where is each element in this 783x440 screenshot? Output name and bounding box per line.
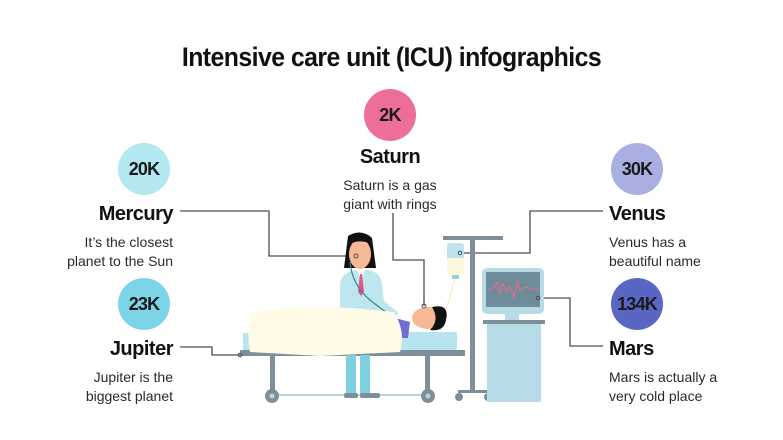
saturn-connector	[392, 213, 425, 306]
mars-value: 134K	[617, 293, 658, 314]
jupiter-desc: Jupiter is the biggest planet	[85, 369, 173, 404]
venus-label: Venus	[609, 203, 666, 225]
doctor-icon	[340, 232, 398, 398]
jupiter-connector	[180, 346, 240, 356]
saturn-stat-badge: 2K	[364, 89, 416, 141]
page-title: Intensive care unit (ICU) infographics	[181, 42, 602, 72]
jupiter-value: 23K	[128, 293, 160, 314]
jupiter-stat-badge: 23K	[118, 278, 170, 330]
mars-stat-badge: 134K	[611, 278, 663, 330]
jupiter-label: Jupiter	[109, 338, 174, 360]
venus-value: 30K	[621, 158, 653, 179]
connector-lines	[180, 210, 603, 356]
mars-connector	[538, 297, 603, 347]
venus-connector	[460, 210, 603, 254]
mercury-stat-badge: 20K	[118, 143, 170, 195]
iv-stand-icon	[439, 236, 503, 401]
mars-label: Mars	[609, 338, 654, 360]
venus-desc: Venus has a beautiful name	[609, 234, 701, 269]
mercury-connector	[180, 210, 356, 257]
mars-desc: Mars is actually a very cold place	[609, 369, 718, 404]
heart-monitor-icon	[482, 268, 545, 402]
mercury-label: Mercury	[98, 203, 174, 225]
saturn-value: 2K	[379, 104, 401, 125]
saturn-label: Saturn	[359, 146, 421, 168]
blanket-icon	[248, 307, 402, 356]
venus-stat-badge: 30K	[611, 143, 663, 195]
saturn-desc: Saturn is a gas giant with rings	[343, 177, 437, 212]
connector-anchor-dots	[237, 250, 541, 358]
mercury-value: 20K	[128, 158, 160, 179]
mercury-desc: It’s the closest planet to the Sun	[67, 234, 173, 269]
